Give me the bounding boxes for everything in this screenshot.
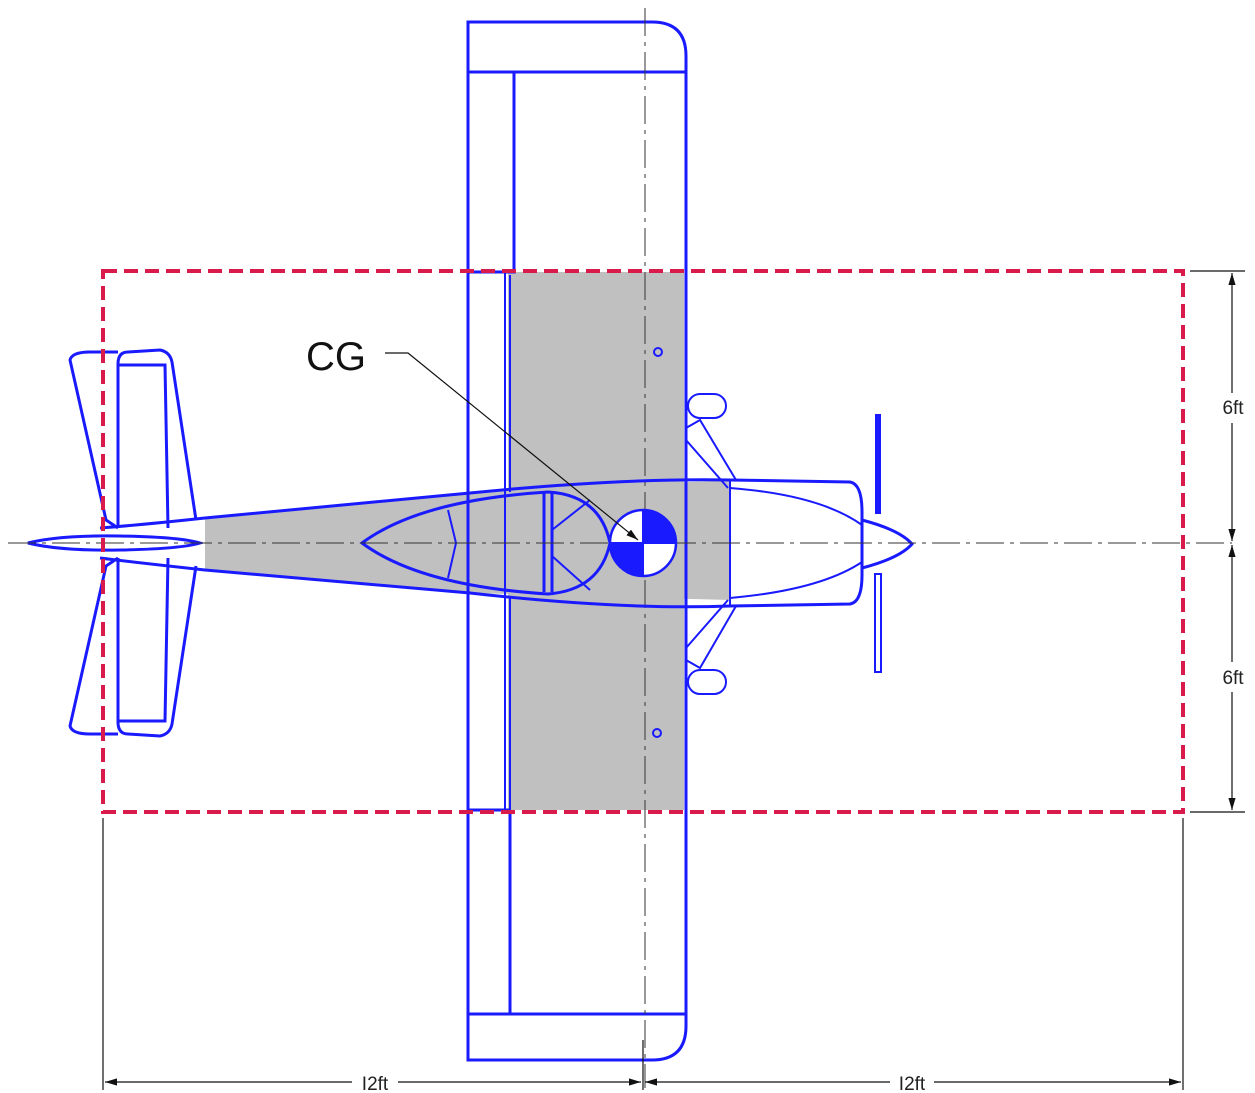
wing — [466, 20, 688, 1062]
cg-symbol — [608, 508, 678, 578]
cg-label: CG — [306, 335, 366, 379]
dimension-label-bottom: 6ft — [1222, 668, 1244, 689]
horizontal-stabilizer — [68, 348, 198, 738]
propeller — [874, 414, 882, 673]
cg-leader-line — [385, 352, 639, 541]
landing-gear — [685, 393, 737, 695]
wing-marker-top — [653, 347, 663, 357]
horizontal-dimensions — [102, 818, 1184, 1090]
wing-marker-bottom — [652, 728, 662, 738]
dimension-label-right: I2ft — [899, 1074, 926, 1093]
dimension-label-left: I2ft — [362, 1074, 389, 1093]
dimension-label-top: 6ft — [1222, 398, 1244, 419]
cg-boundary-box — [101, 269, 1185, 814]
vertical-dimensions — [1190, 270, 1245, 813]
